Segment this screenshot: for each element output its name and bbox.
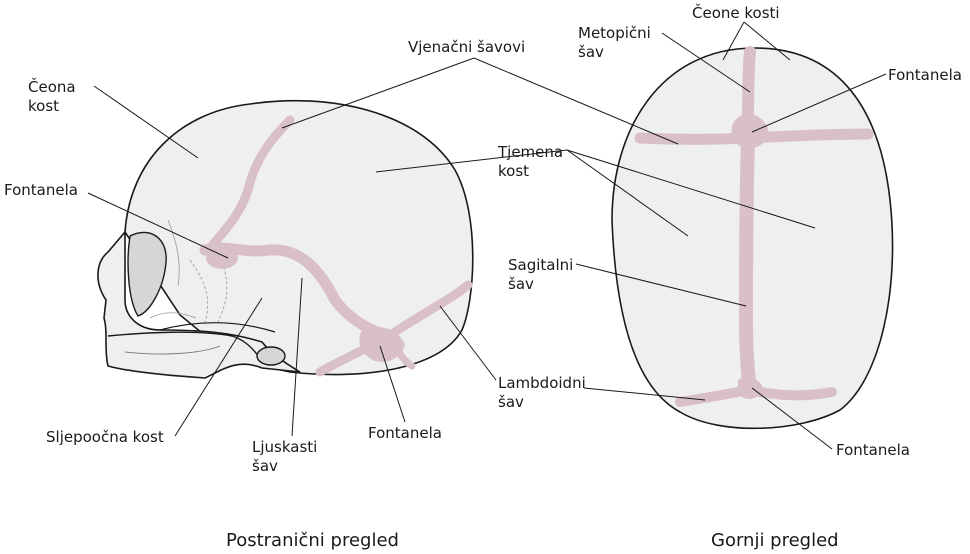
label-fontanel-front: Fontanela [4,181,78,199]
lateral-coronal-suture [205,115,295,253]
label-coronal-sutures: Vjenačni šavovi [408,38,526,56]
caption-lateral-view: Postranični pregled [226,530,399,551]
label-fontanel-back: Fontanela [368,424,442,442]
label-top-fontanel-front: Fontanela [888,66,962,84]
lateral-skull [97,99,474,379]
label-parietal-bone: Tjemena kost [498,143,564,180]
lateral-lambdoid-suture [315,280,473,377]
top-skull [611,46,894,430]
label-frontal-bones: Čeone kosti [692,4,780,22]
caption-top-view: Gornji pregled [711,530,839,551]
ear-opening [256,346,286,366]
lateral-squamous-suture [199,242,391,341]
label-sagittal-suture: Sagitalni šav [508,256,574,293]
top-sagittal-suture [738,133,757,399]
label-squamous-suture: Ljuskasti šav [252,438,318,475]
lateral-face [97,229,301,379]
leader-lines [87,21,887,450]
label-frontal-bone: Čeona kost [28,78,76,115]
label-temporal-bone: Sljepoočna kost [46,428,164,446]
label-lambdoid-suture: Lambdoidni šav [498,374,586,411]
label-metopic-suture: Metopični šav [578,24,651,61]
lateral-cranium [124,99,474,376]
label-top-fontanel-back: Fontanela [836,441,910,459]
eye-orbit [127,231,167,317]
